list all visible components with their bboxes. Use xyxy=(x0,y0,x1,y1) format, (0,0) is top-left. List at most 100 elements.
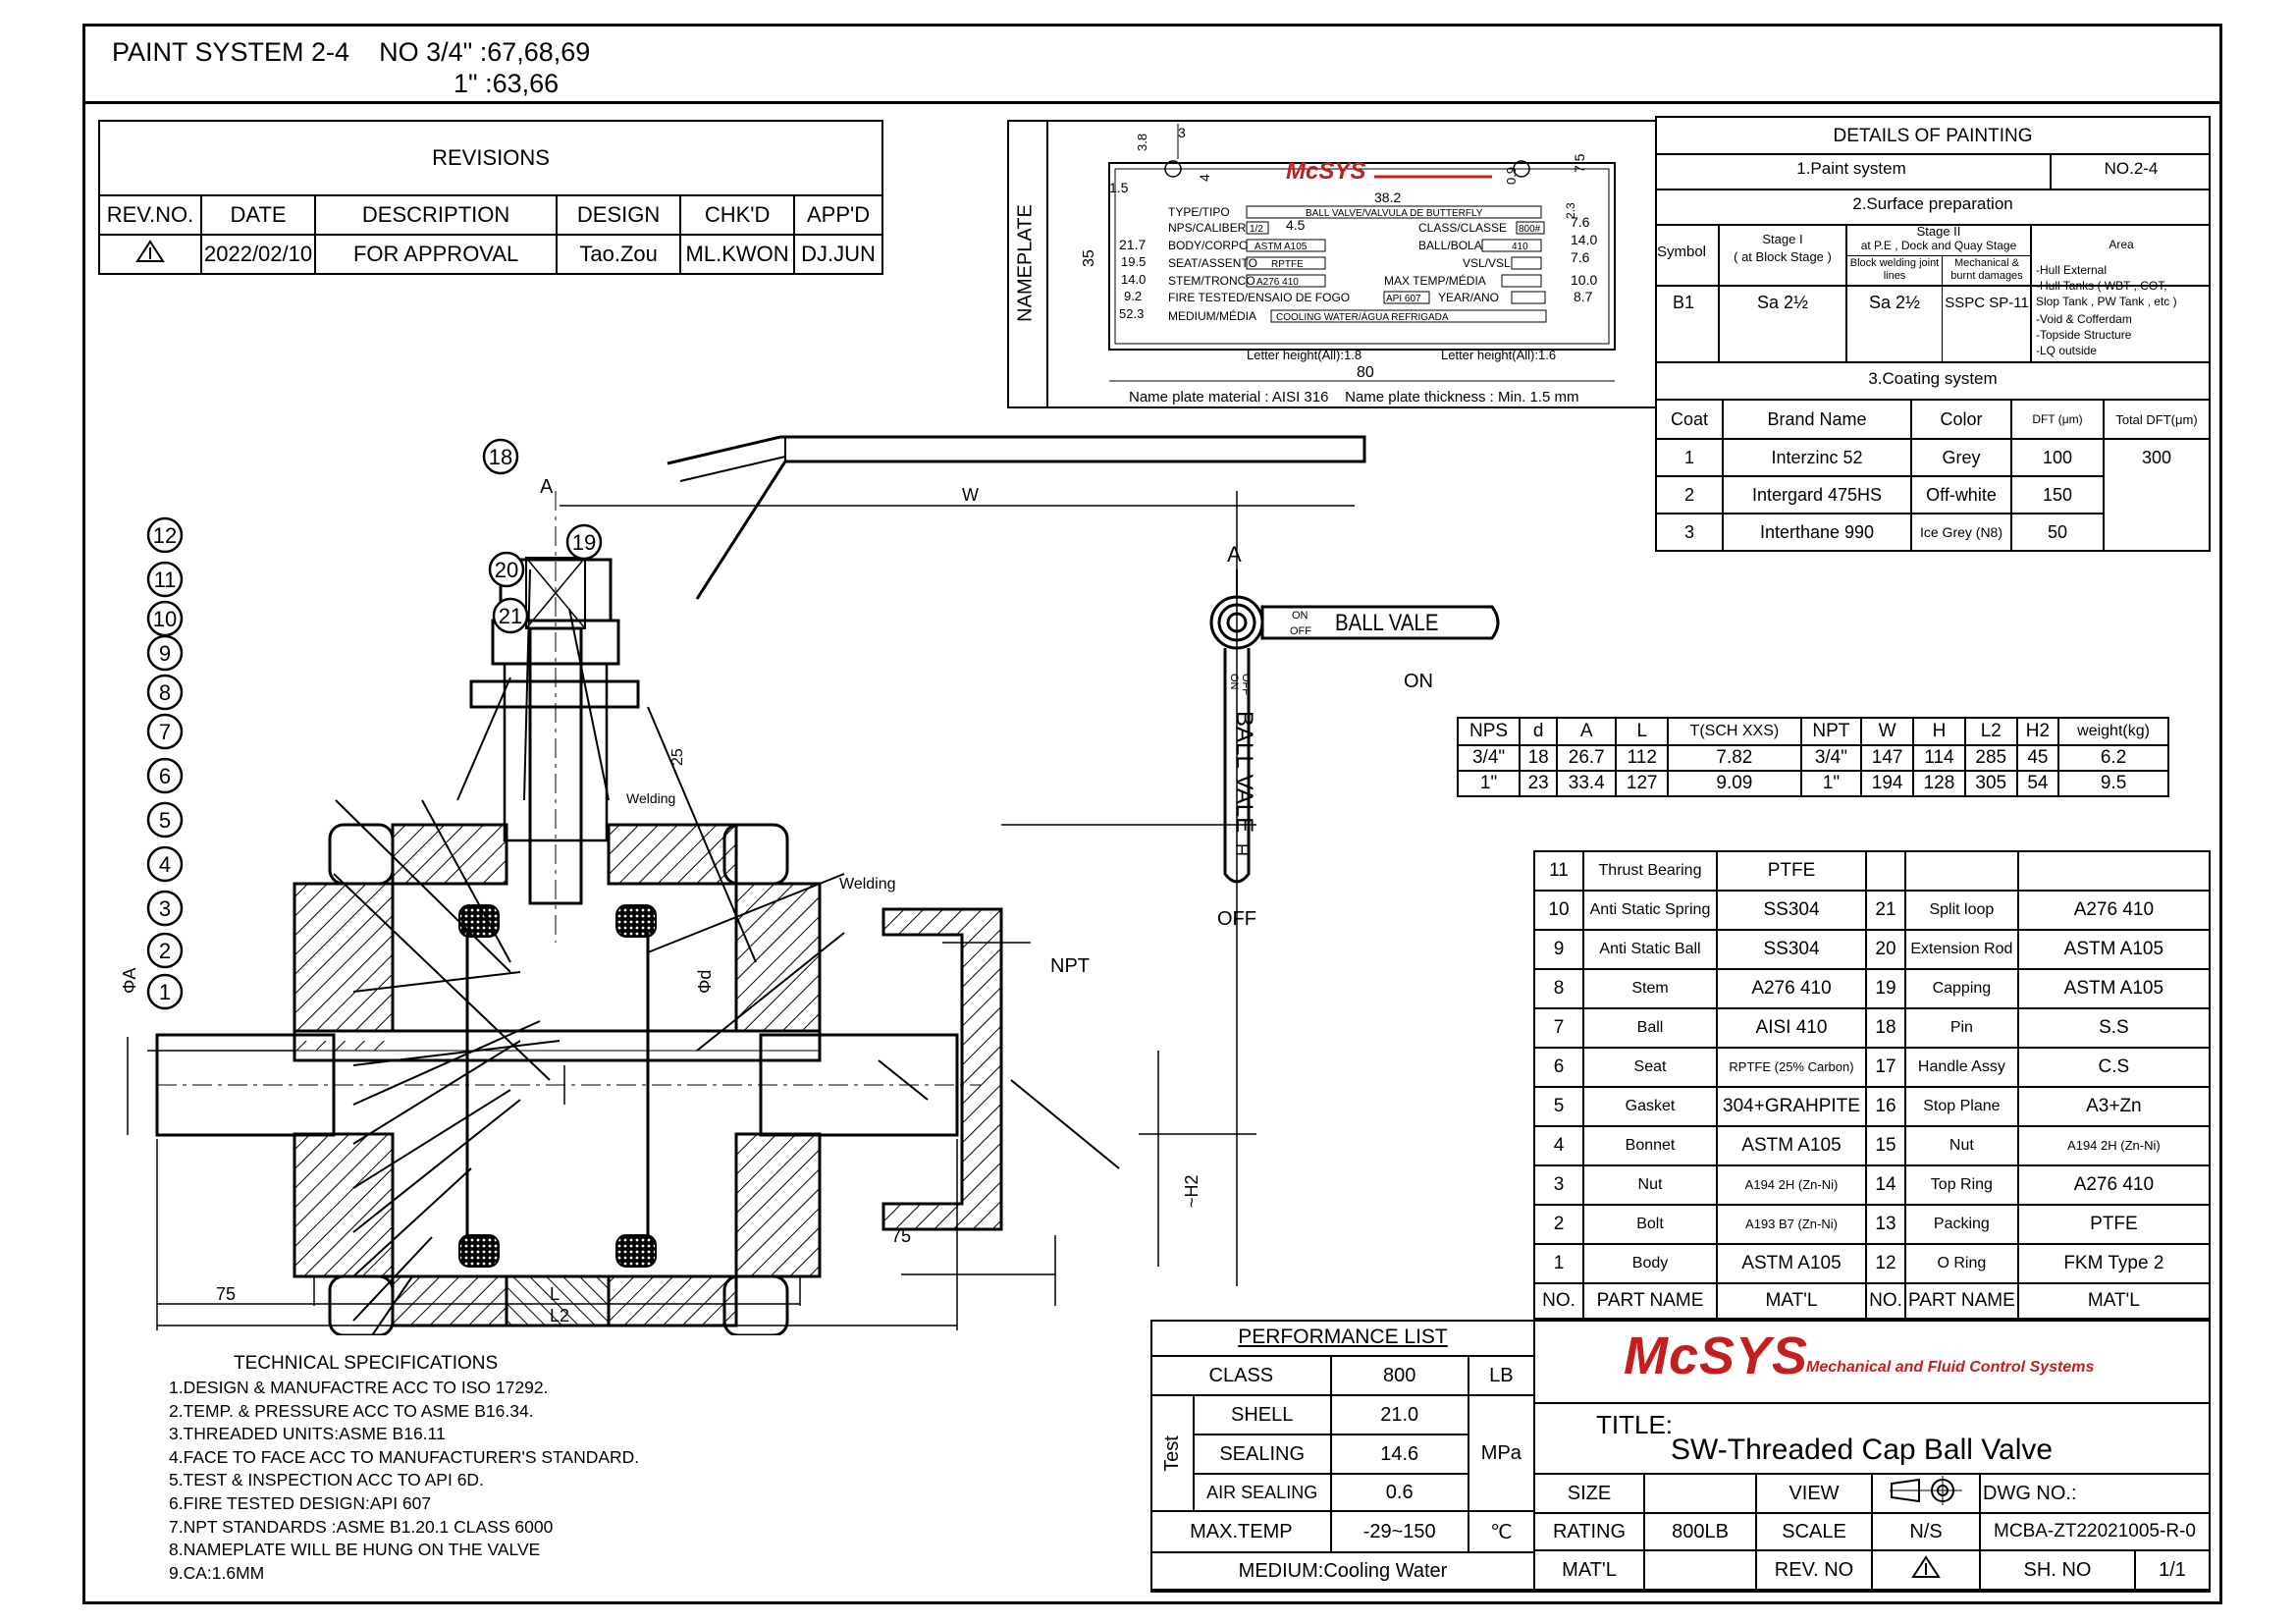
parts-footer-mat2: MAT'L xyxy=(2016,1282,2212,1320)
spec-line: 3.THREADED UNITS:ASME B16.11 xyxy=(169,1424,446,1444)
coat-h-color: Color xyxy=(1910,399,2012,440)
perf-shell-val: 21.0 xyxy=(1329,1394,1469,1435)
dim-h-a: A xyxy=(1556,717,1618,746)
spec-line: 7.NPT STANDARDS :ASME B1.20.1 CLASS 6000 xyxy=(169,1516,554,1537)
title-line-1 xyxy=(1533,1402,2211,1404)
callout-balloon-circle xyxy=(492,597,529,634)
rev-triangle-icon xyxy=(98,234,202,275)
part-name1: Anti Static Spring xyxy=(1582,890,1718,931)
np-dim-14-0: 14.0 xyxy=(1121,272,1146,287)
tb-sheet-cell: SH. NO 1/1 xyxy=(1979,1549,2211,1591)
part-no1: 9 xyxy=(1533,929,1584,970)
part-no2: 18 xyxy=(1865,1007,1906,1049)
callout-balloon-circle xyxy=(146,845,184,883)
part-name2: Packing xyxy=(1904,1204,2019,1245)
callout-balloon-label: 18 xyxy=(489,445,512,469)
coat-total-dft: 300 xyxy=(2103,438,2211,552)
perf-class-val: 800 xyxy=(1329,1355,1469,1396)
coat-1-no: 1 xyxy=(1655,438,1724,477)
part-mat1: A194 2H (Zn-Ni) xyxy=(1716,1164,1867,1206)
dim-r2-l: 127 xyxy=(1615,770,1670,797)
np-letter-h2: Letter height(All):1.6 xyxy=(1441,348,1556,362)
callout-balloon-circle xyxy=(146,757,184,794)
view-a-on: ON xyxy=(1404,671,1433,692)
part-mat2: ASTM A105 xyxy=(2016,968,2212,1009)
parts-footer-name1: PART NAME xyxy=(1582,1282,1718,1320)
perf-pressure-unit: MPa xyxy=(1467,1394,1536,1512)
np-letter-h1: Letter height(All):1.8 xyxy=(1247,348,1362,362)
tb-size-val xyxy=(1643,1473,1757,1514)
dim-h-l2: L2 xyxy=(1963,717,2018,746)
h-stage2: Stage II xyxy=(1916,224,1961,239)
part-name1: Stem xyxy=(1582,968,1718,1009)
h-stage1b: ( at Block Stage ) xyxy=(1734,249,1832,264)
stage2-val: Sa 2½ xyxy=(1868,293,1921,312)
np-medium-val: COOLING WATER/ÁGUA REFRIGADA xyxy=(1276,310,1449,323)
np-dim-14-0b: 14.0 xyxy=(1571,232,1597,247)
handle xyxy=(667,435,1366,600)
dim-r1-t: 7.82 xyxy=(1667,744,1802,772)
callout-balloon-label: 2 xyxy=(159,939,171,963)
callout-balloon-label: 11 xyxy=(154,568,177,592)
spec-line: 8.NAMEPLATE WILL BE HUNG ON THE VALVE xyxy=(169,1540,541,1560)
dim-h-w: W xyxy=(1860,717,1915,746)
header-line1: PAINT SYSTEM 2-4 NO 3/4" :67,68,69 xyxy=(112,37,591,67)
dim-r1-d: 18 xyxy=(1519,744,1559,772)
part-name1: Body xyxy=(1582,1243,1718,1284)
callout-balloon-circle xyxy=(146,600,184,637)
part-no1: 1 xyxy=(1533,1243,1584,1284)
h-block: Block welding joint lines xyxy=(1849,257,1940,282)
area-5: -LQ outside xyxy=(2036,344,2098,357)
part-mat1: 304+GRAHPITE xyxy=(1716,1086,1867,1127)
np-dim-38-2: 38.2 xyxy=(1374,189,1401,205)
parts-footer-no2: NO. xyxy=(1865,1282,1906,1320)
rev-col-revno: REV.NO. xyxy=(98,194,202,236)
dim-r1-h2: 45 xyxy=(2015,744,2060,772)
pipe-ends xyxy=(155,907,1003,1231)
np-body: BODY/CORPO xyxy=(1168,239,1248,252)
part-no2 xyxy=(1865,850,1906,892)
part-mat1: RPTFE (25% Carbon) xyxy=(1716,1047,1867,1088)
title-block-box xyxy=(1533,1320,2211,1593)
dim-r2-d: 23 xyxy=(1519,770,1559,797)
rev-description: FOR APPROVAL xyxy=(314,234,559,275)
tb-scale-val: N/S xyxy=(1871,1512,1981,1551)
coat-h-dft: DFT (μm) xyxy=(2010,399,2105,440)
np-vsl: VSL/VSL xyxy=(1463,256,1511,270)
np-dim-9-2: 9.2 xyxy=(1124,289,1142,303)
rev-col-date: DATE xyxy=(199,194,317,236)
part-no1: 4 xyxy=(1533,1125,1584,1166)
title-info-table: SIZE VIEW DWG NO.: RATING 800LB SCALE N/… xyxy=(1533,1473,2211,1591)
callout-balloon-label: 21 xyxy=(499,604,522,628)
np-maxtemp: MAX TEMP/MÉDIA xyxy=(1384,273,1486,288)
view-a-handle-text-h: BALL VALE xyxy=(1335,609,1438,635)
label-a-mark: A xyxy=(540,476,554,498)
part-name2: Capping xyxy=(1904,968,2019,1009)
part-mat2: FKM Type 2 xyxy=(2016,1243,2212,1284)
perf-air-val: 0.6 xyxy=(1329,1473,1469,1512)
performance-table: CLASS 800 LB Test SHELL 21.0 MPa SEALING… xyxy=(1150,1355,1536,1591)
callout-balloon-label: 12 xyxy=(153,523,177,548)
part-mat2: C.S xyxy=(2016,1047,2212,1088)
np-dim-21-7: 21.7 xyxy=(1119,237,1146,252)
title-label: TITLE: xyxy=(1596,1410,1674,1439)
h-area: Area xyxy=(2109,238,2134,251)
np-dim-35: 35 xyxy=(1081,249,1097,267)
coat-2-color: Off-white xyxy=(1910,475,2012,514)
part-no2: 21 xyxy=(1865,890,1906,931)
part-name1: Bolt xyxy=(1582,1204,1718,1245)
tb-rev-triangle-icon xyxy=(1871,1549,1981,1591)
dim-r1-a: 26.7 xyxy=(1556,744,1618,772)
perf-class-label: CLASS xyxy=(1150,1355,1332,1396)
nameplate-material-note: Name plate material : AISI 316 Name plat… xyxy=(1129,389,1579,406)
part-no1: 3 xyxy=(1533,1164,1584,1206)
dim-label-l: L xyxy=(550,1284,560,1304)
spec-line: 2.TEMP. & PRESSURE ACC TO ASME B16.34. xyxy=(169,1400,534,1421)
part-name1: Anti Static Ball xyxy=(1582,929,1718,970)
np-class: CLASS/CLASSE xyxy=(1418,221,1507,235)
